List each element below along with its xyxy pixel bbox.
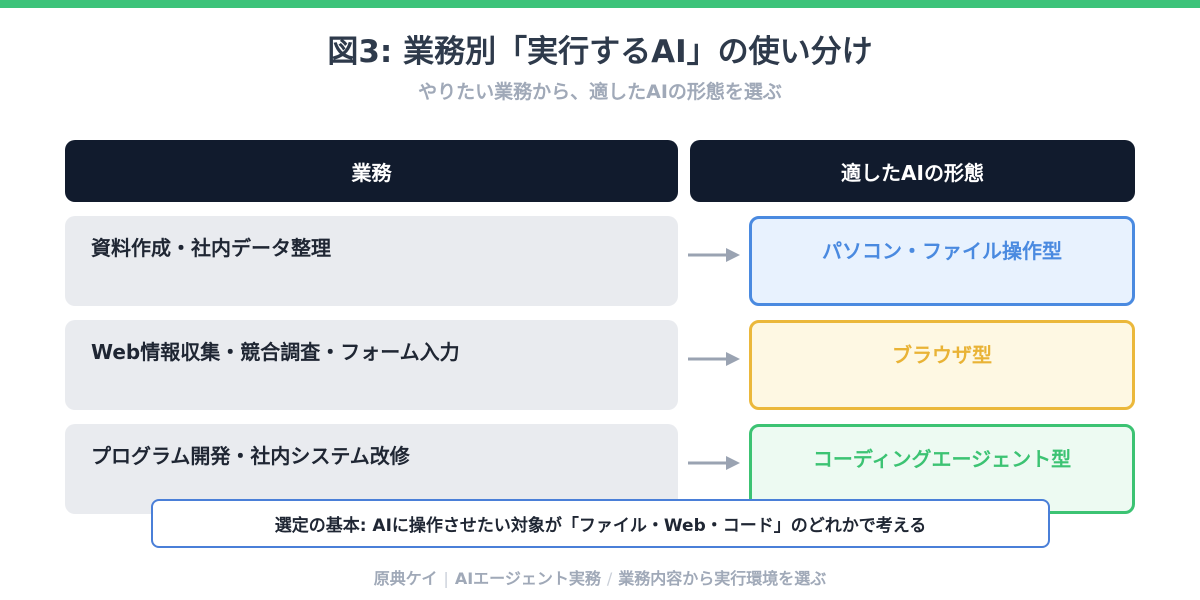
task-row-documents: 資料作成・社内データ整理 [65, 216, 678, 306]
footer-author: 原典ケイ [373, 569, 438, 588]
footer-separator: / [606, 569, 613, 588]
footer-topic: 業務内容から実行環境を選ぶ [618, 569, 827, 588]
ai-type-pc-file: パソコン・ファイル操作型 [749, 216, 1135, 306]
footer-series: AIエージェント実務 [454, 569, 601, 588]
figure-subtitle: やりたい業務から、適したAIの形態を選ぶ [418, 81, 782, 103]
selection-note: 選定の基本: AIに操作させたい対象が「ファイル・Web・コード」のどれかで考え… [151, 499, 1050, 548]
column-header-ai-type: 適したAIの形態 [690, 140, 1135, 202]
figure-title: 図3: 業務別「実行するAI」の使い分け [327, 34, 873, 70]
arrow-right-icon [688, 352, 740, 366]
arrow-right-icon [688, 456, 740, 470]
footer: 原典ケイ | AIエージェント実務 / 業務内容から実行環境を選ぶ [0, 565, 1200, 589]
task-row-web: Web情報収集・競合調査・フォーム入力 [65, 320, 678, 410]
top-accent-bar [0, 0, 1200, 8]
arrow-right-icon [688, 248, 740, 262]
ai-type-browser: ブラウザ型 [749, 320, 1135, 410]
column-header-task: 業務 [65, 140, 678, 202]
footer-separator: | [443, 569, 449, 588]
